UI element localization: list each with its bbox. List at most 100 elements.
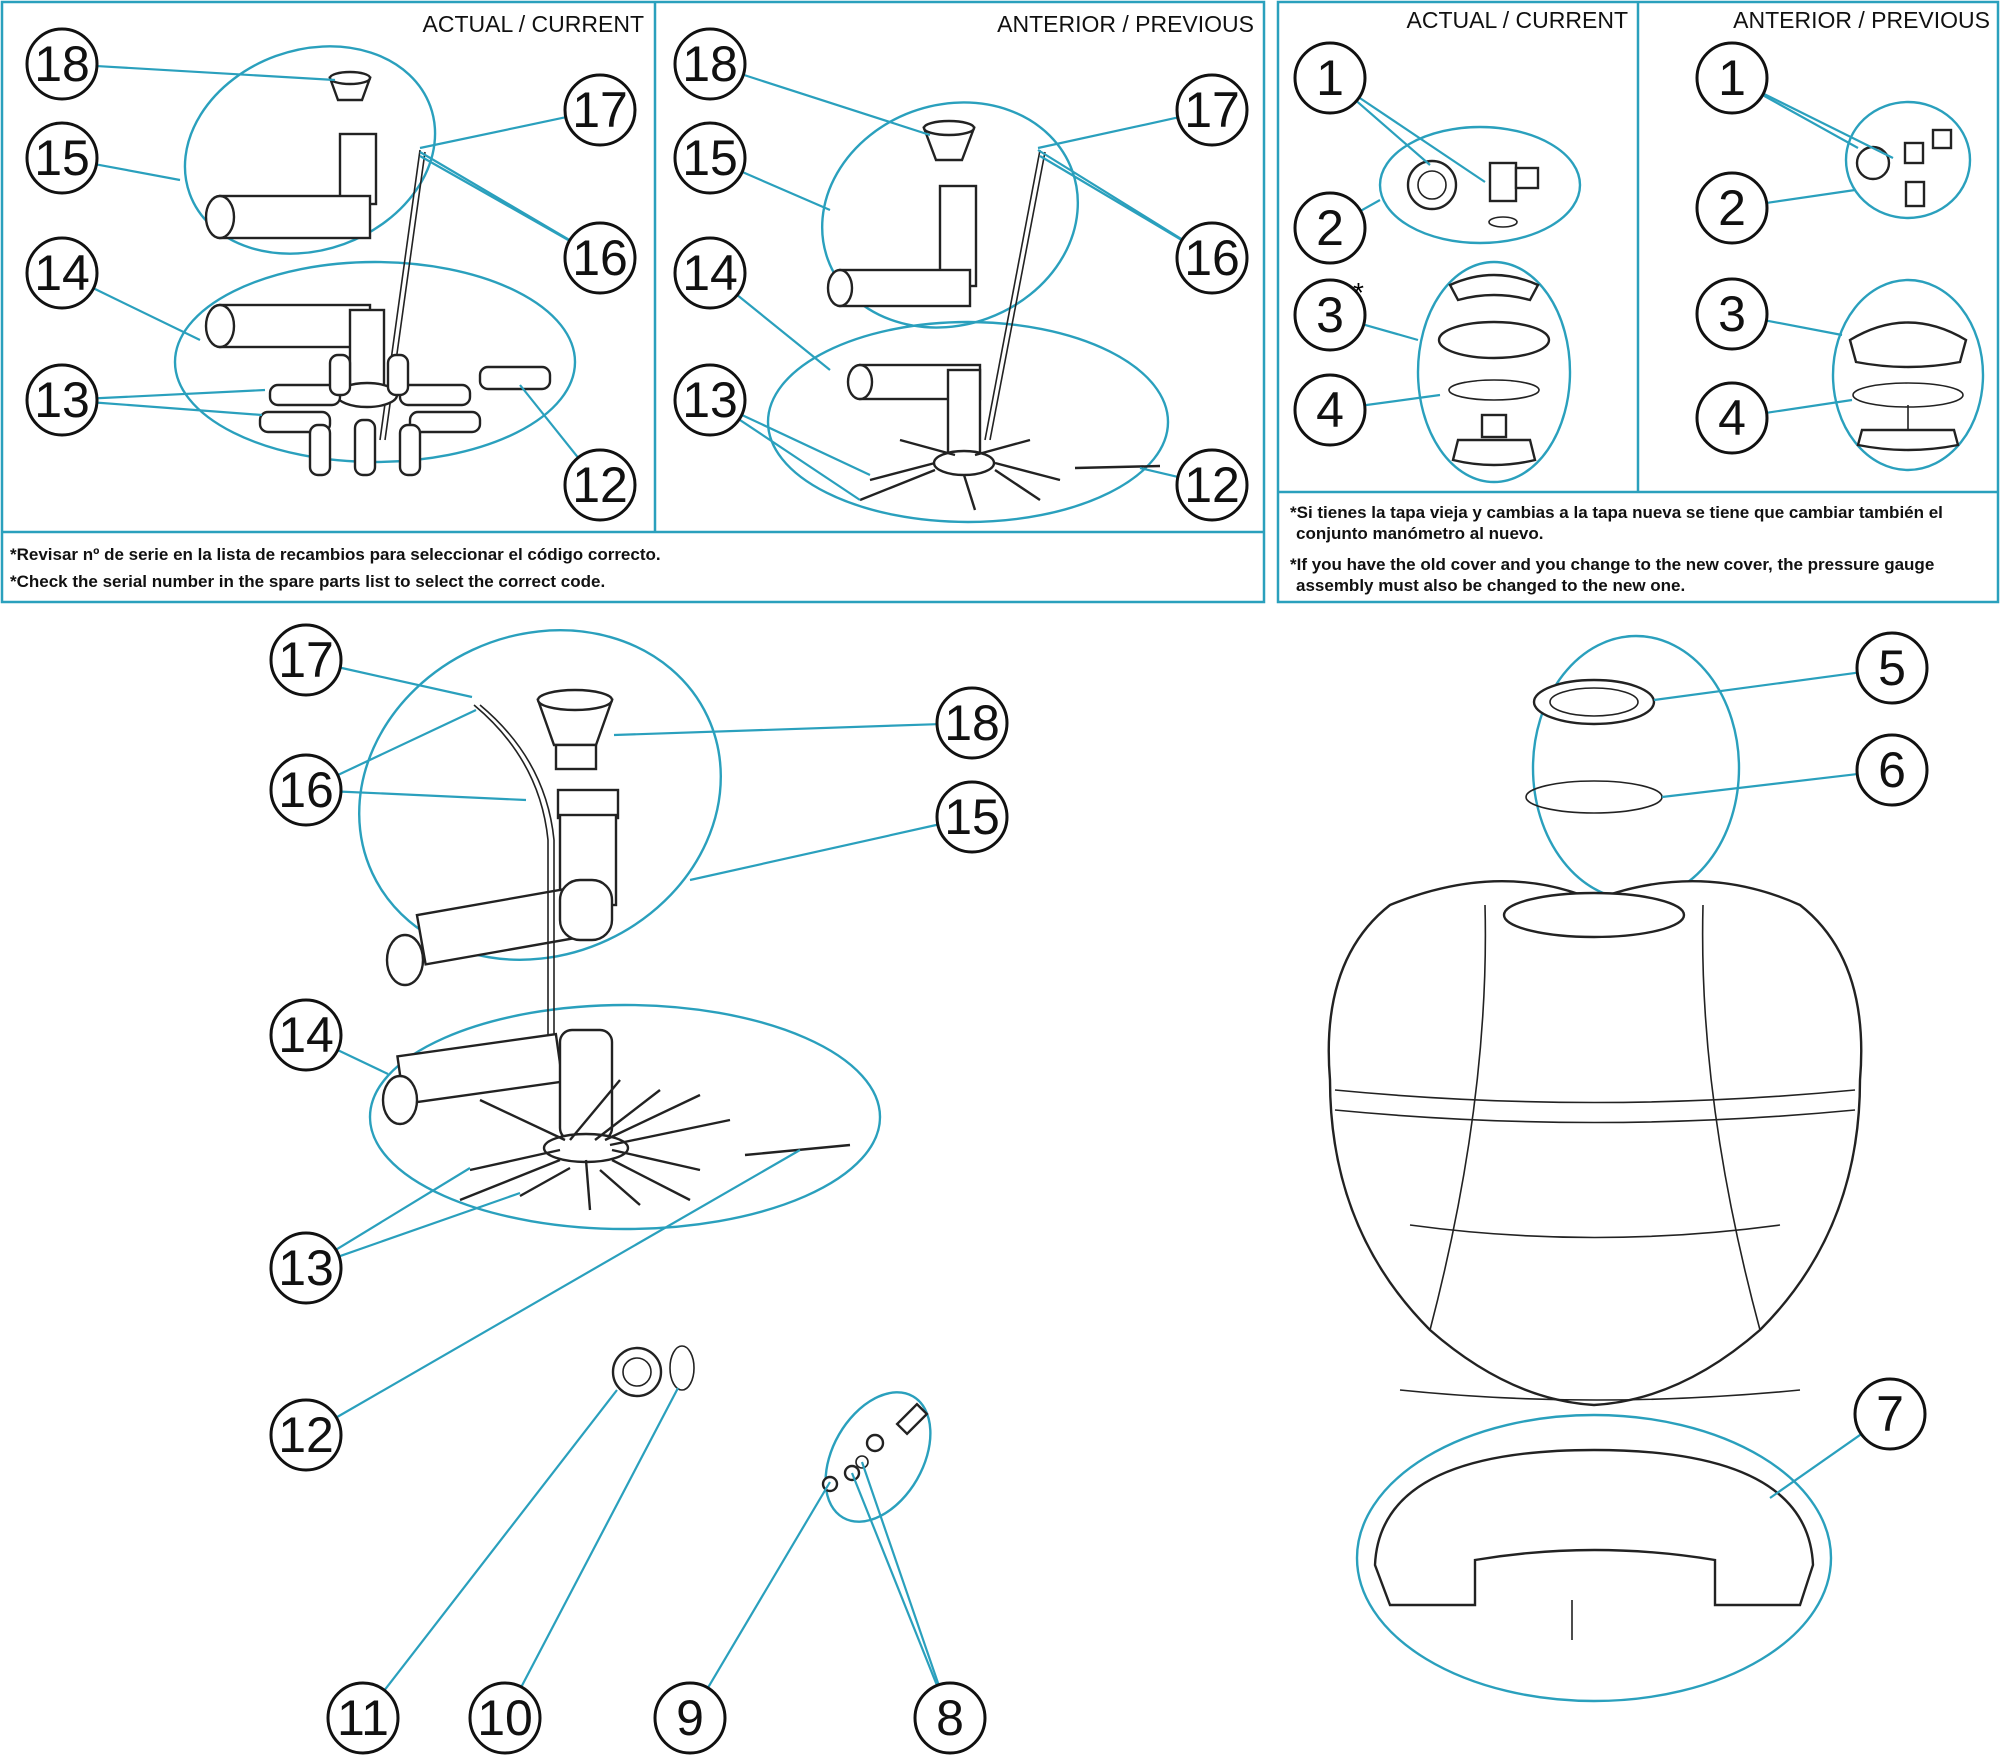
leader-line xyxy=(689,823,939,882)
callout-number: 16 xyxy=(278,762,334,818)
callout-number: 17 xyxy=(1184,82,1240,138)
leader-line xyxy=(738,418,861,501)
callout-circle xyxy=(269,753,343,827)
leader-line xyxy=(1766,188,1856,205)
leader-line xyxy=(1355,100,1431,166)
callout-circle xyxy=(269,1398,343,1472)
callout-circle xyxy=(25,236,99,310)
callout-circle xyxy=(673,121,747,195)
callout-circle xyxy=(269,998,343,1072)
tr-note-en-1: *If you have the old cover and you chang… xyxy=(1290,555,1934,574)
callout-circle xyxy=(1293,278,1367,352)
callout-number: 5 xyxy=(1878,640,1906,696)
leader-line xyxy=(860,1461,940,1686)
callout-number: 15 xyxy=(944,789,1000,845)
leader-line xyxy=(1769,1433,1862,1499)
callout-circle xyxy=(935,780,1009,854)
callout-circle xyxy=(1853,1377,1927,1451)
leader-line xyxy=(338,1191,521,1258)
callout-circle xyxy=(1293,41,1367,115)
callout-circle xyxy=(25,363,99,437)
lateral-straight-tubes xyxy=(859,438,1061,511)
leader-line xyxy=(520,1387,679,1688)
callout-number: 13 xyxy=(682,372,738,428)
leader-line xyxy=(736,294,831,371)
callout-number: 18 xyxy=(944,695,1000,751)
union-nut xyxy=(611,1346,663,1398)
callout-number: 17 xyxy=(278,632,334,688)
tr-heading-previous: ANTERIOR / PREVIOUS xyxy=(1733,7,1990,33)
callout-number: 2 xyxy=(1718,180,1746,236)
leader-line xyxy=(96,388,266,400)
callout-number: 2 xyxy=(1316,200,1344,256)
leader-line xyxy=(96,64,336,82)
leader-line xyxy=(1762,94,1859,149)
leader-line xyxy=(1039,155,1183,242)
leader-line xyxy=(337,1049,389,1075)
callout-number: 3 xyxy=(1718,286,1746,342)
tank-oring xyxy=(1525,780,1663,814)
tank-ring-nut xyxy=(1532,678,1656,726)
callout-number: 11 xyxy=(337,1690,389,1746)
callout-circle xyxy=(673,27,747,101)
callout-circle xyxy=(25,121,99,195)
spare-lateral-tube xyxy=(478,365,552,391)
callout-number: 1 xyxy=(1316,50,1344,106)
callout-number: 15 xyxy=(34,130,90,186)
note-english: *Check the serial number in the spare pa… xyxy=(10,572,605,591)
callout-circle xyxy=(269,623,343,697)
leader-line xyxy=(1037,149,1183,241)
callout-number: 12 xyxy=(278,1407,334,1463)
callout-circle xyxy=(673,236,747,310)
callout-number: 4 xyxy=(1316,382,1344,438)
leader-line xyxy=(706,1481,831,1689)
callout-number: 1 xyxy=(1718,50,1746,106)
callout-circle xyxy=(1855,631,1929,705)
callout-circle xyxy=(563,73,637,147)
callout-circle xyxy=(913,1681,987,1755)
main-spare-lateral xyxy=(744,1143,851,1157)
callout-circle xyxy=(326,1681,400,1755)
leader-line xyxy=(1762,92,1894,159)
leader-line xyxy=(93,287,201,341)
callout-number: 4 xyxy=(1718,390,1746,446)
leader-line xyxy=(741,413,871,476)
tank-base xyxy=(1373,1448,1815,1607)
callout-number: 14 xyxy=(34,245,90,301)
callout-number: 17 xyxy=(572,82,628,138)
leader-line xyxy=(741,170,831,212)
callout-number: 7 xyxy=(1876,1386,1904,1442)
callout-number: 14 xyxy=(278,1007,334,1063)
current-cover-drawing xyxy=(1378,125,1582,484)
callout-circle xyxy=(269,1231,343,1305)
callout-circle xyxy=(1855,733,1929,807)
callout-circle xyxy=(468,1681,542,1755)
leader-line xyxy=(1766,398,1853,414)
callout-circle xyxy=(1175,73,1249,147)
leader-line xyxy=(96,163,181,182)
callout-number: 13 xyxy=(34,372,90,428)
panel-top-right: ACTUAL / CURRENT ANTERIOR / PREVIOUS *Si… xyxy=(1276,0,2000,604)
lateral-slotted-tubes xyxy=(258,353,482,477)
callout-circle xyxy=(1695,277,1769,351)
callout-number: 12 xyxy=(572,457,628,513)
callout-circle xyxy=(1293,191,1367,265)
callout-number: 8 xyxy=(936,1690,964,1746)
leader-line xyxy=(1653,671,1858,702)
note-spanish: *Revisar nº de serie en la lista de reca… xyxy=(10,545,661,564)
leader-line xyxy=(1139,466,1179,479)
leader-line xyxy=(335,1167,471,1251)
drain-plug xyxy=(895,1402,929,1436)
callout-number: 18 xyxy=(682,36,738,92)
callout-number: 18 xyxy=(34,36,90,92)
callout-number: 16 xyxy=(1184,230,1240,286)
pressure-gauge xyxy=(1406,159,1458,211)
callout-circle xyxy=(673,363,747,437)
callout-number: 12 xyxy=(1184,457,1240,513)
filter-tank: 567 xyxy=(1327,631,1929,1703)
tank-body xyxy=(1327,879,1863,1407)
